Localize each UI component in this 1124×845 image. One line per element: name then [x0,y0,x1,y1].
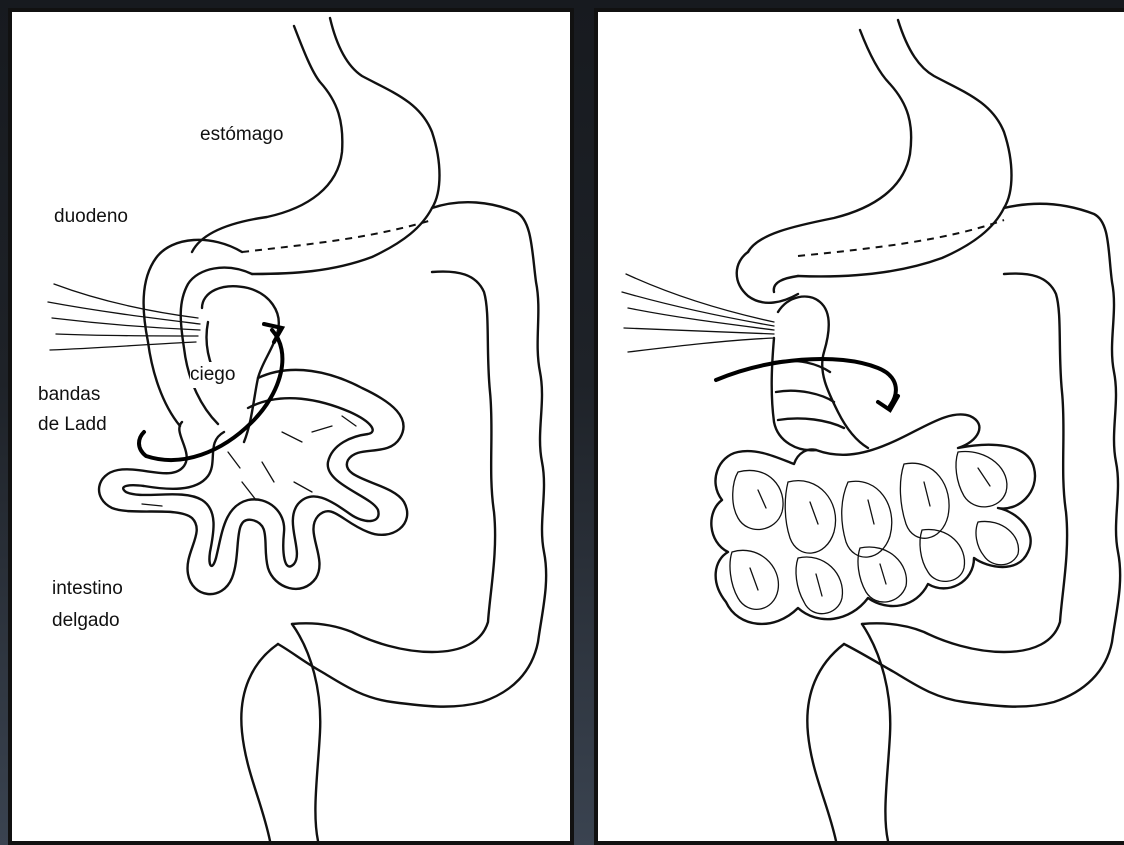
right-bands [622,274,774,352]
left-colon [278,202,546,706]
label-bandas: bandas [38,382,100,408]
left-rectum [241,624,320,841]
right-anatomy-drawing [598,12,1124,841]
right-rotation-arrow [716,359,896,406]
right-arrowhead [878,396,898,410]
label-intestino: intestino [52,576,123,602]
label-estomago: estómago [200,122,283,148]
left-ladd-bands [48,284,200,350]
right-twisted-segment [772,297,868,451]
right-rectum [807,624,890,841]
right-dashed-line [798,220,1004,256]
right-duodenum [737,252,798,303]
right-panel [594,8,1124,845]
label-ciego: ciego [190,362,235,388]
label-duodeno: duodeno [54,204,128,230]
left-duodenum [144,240,252,426]
right-colon [844,204,1120,707]
right-intestine-loops [730,452,1019,614]
label-delgado: delgado [52,608,120,634]
left-dashed-line [242,220,432,252]
left-panel: estómago duodeno ciego bandas de Ladd in… [8,8,574,845]
right-stomach-outline [748,20,1012,276]
label-de-ladd: de Ladd [38,412,107,438]
